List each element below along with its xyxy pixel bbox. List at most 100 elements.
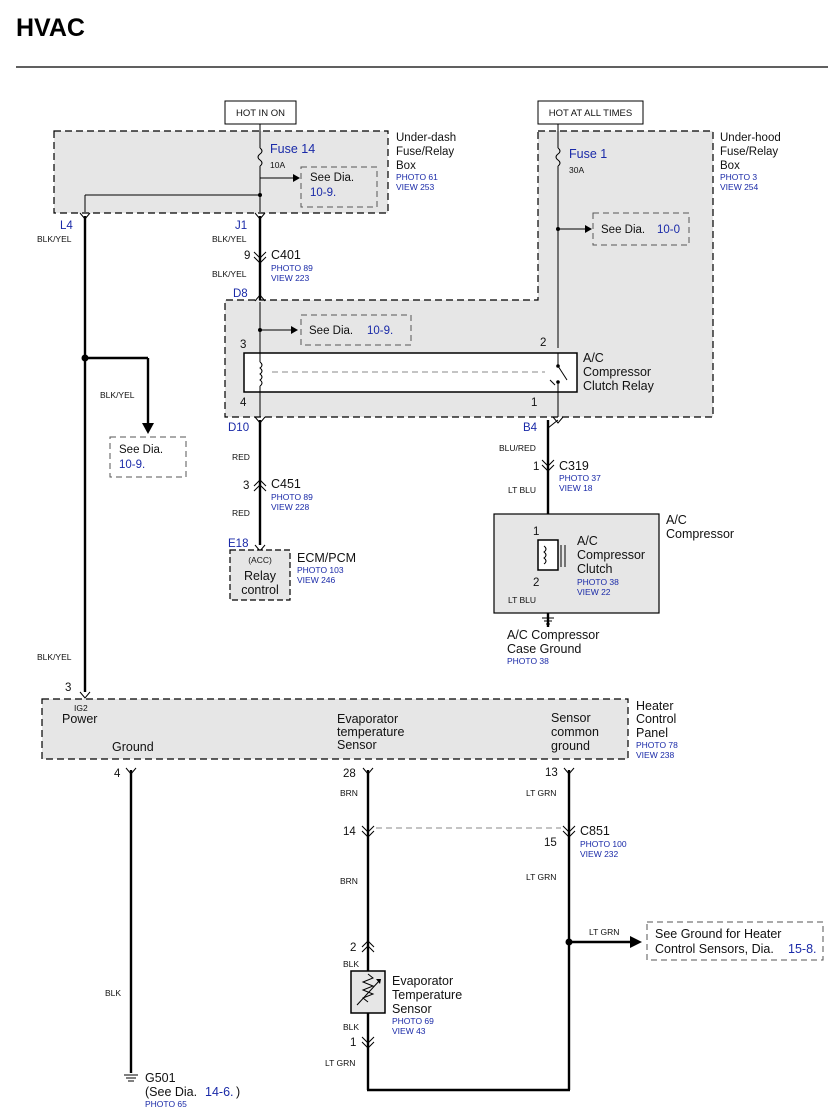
- svg-text:10-9.: 10-9.: [367, 325, 393, 337]
- svg-text:3: 3: [243, 480, 249, 492]
- underhood-label: Under-hood Fuse/Relay Box PHOTO 3 VIEW 2…: [720, 132, 781, 192]
- svg-text:C319: C319: [559, 459, 589, 473]
- svg-text:IG2: IG2: [74, 703, 88, 713]
- svg-text:Compressor: Compressor: [583, 365, 651, 379]
- svg-text:PHOTO 3: PHOTO 3: [720, 172, 757, 182]
- svg-text:VIEW 22: VIEW 22: [577, 587, 611, 597]
- svg-text:PHOTO 38: PHOTO 38: [577, 577, 619, 587]
- svg-text:ECM/PCM: ECM/PCM: [297, 551, 356, 565]
- ac-compressor: A/C Compressor 1 2 A/C Compressor Clutch…: [493, 513, 734, 614]
- svg-text:PHOTO 89: PHOTO 89: [271, 263, 313, 273]
- svg-text:temperature: temperature: [337, 725, 404, 739]
- svg-text:See Ground for Heater: See Ground for Heater: [655, 927, 781, 941]
- svg-text:VIEW 254: VIEW 254: [720, 182, 759, 192]
- connector-c401: 9 C401 PHOTO 89 VIEW 223: [244, 248, 313, 283]
- svg-text:Relay: Relay: [244, 569, 277, 583]
- svg-text:PHOTO 100: PHOTO 100: [580, 839, 627, 849]
- svg-text:PHOTO 103: PHOTO 103: [297, 565, 344, 575]
- svg-text:3: 3: [65, 682, 71, 694]
- svg-text:Box: Box: [396, 160, 416, 172]
- wire-color-splice: BLK/YEL: [100, 390, 135, 400]
- g501-ground-symbol: [124, 1074, 138, 1082]
- svg-text:1: 1: [533, 526, 539, 538]
- svg-text:PHOTO 78: PHOTO 78: [636, 740, 678, 750]
- wire-color-c401: BLK/YEL: [212, 269, 247, 279]
- svg-text:VIEW 232: VIEW 232: [580, 849, 619, 859]
- wire-color-red-1: RED: [232, 452, 250, 462]
- svg-text:3: 3: [240, 339, 246, 351]
- svg-text:10-0: 10-0: [657, 224, 680, 236]
- svg-text:PHOTO 61: PHOTO 61: [396, 172, 438, 182]
- svg-text:Fuse 1: Fuse 1: [569, 147, 607, 161]
- svg-text:30A: 30A: [569, 165, 584, 175]
- svg-text:Control: Control: [636, 712, 676, 726]
- svg-text:Compressor: Compressor: [577, 548, 645, 562]
- svg-text:VIEW 228: VIEW 228: [271, 502, 310, 512]
- heater-control-panel: 3 IG2 Power Ground Evaporator temperatur…: [41, 682, 678, 780]
- svg-text:Fuse/Relay: Fuse/Relay: [396, 146, 454, 158]
- svg-text:Compressor: Compressor: [666, 527, 734, 541]
- connector-c851: C851 PHOTO 100 VIEW 232: [376, 824, 627, 859]
- underhood-see-dia-note: See Dia. 10-0: [558, 212, 690, 246]
- svg-text:4: 4: [240, 397, 247, 409]
- ac-compressor-clutch-relay: 3 2 4 1 A/C Compressor Clutch Relay: [240, 337, 655, 409]
- hot-in-on-label: HOT IN ON: [224, 100, 297, 125]
- svg-text:PHOTO 38: PHOTO 38: [507, 656, 549, 666]
- left-see-dia-note: See Dia. 10-9.: [85, 356, 187, 478]
- svg-text:Sensor: Sensor: [392, 1002, 432, 1016]
- svg-text:Box: Box: [720, 160, 740, 172]
- terminal-b4: B4: [523, 422, 538, 434]
- svg-text:See Dia.: See Dia.: [309, 325, 353, 337]
- svg-text:HOT IN ON: HOT IN ON: [236, 108, 285, 119]
- svg-text:common: common: [551, 725, 599, 739]
- svg-text:Under-dash: Under-dash: [396, 132, 456, 144]
- svg-text:10A: 10A: [270, 160, 285, 170]
- svg-text:Ground: Ground: [112, 740, 154, 754]
- wire-color-red-2: RED: [232, 508, 250, 518]
- svg-text:BLK: BLK: [343, 1022, 359, 1032]
- svg-text:A/C: A/C: [583, 351, 604, 365]
- svg-text:4: 4: [114, 768, 121, 780]
- wire-color-lt-blu-1: LT BLU: [508, 485, 536, 495]
- wire-color-lower-left: BLK/YEL: [37, 652, 72, 662]
- fuse-14: Fuse 14 10A: [257, 131, 315, 212]
- svg-text:Power: Power: [62, 712, 97, 726]
- svg-text:1: 1: [350, 1037, 356, 1049]
- svg-text:9: 9: [244, 250, 250, 262]
- terminal-d10: D10: [228, 422, 249, 434]
- g501-label: G501 (See Dia. 14-6. ) PHOTO 65: [145, 1071, 240, 1109]
- svg-text:PHOTO 65: PHOTO 65: [145, 1099, 187, 1109]
- svg-text:(See Dia.: (See Dia.: [145, 1085, 197, 1099]
- svg-text:10-9.: 10-9.: [310, 187, 336, 199]
- svg-text:HOT AT ALL TIMES: HOT AT ALL TIMES: [549, 108, 632, 119]
- relay-box-see-dia-note: See Dia. 10-9.: [258, 302, 412, 353]
- wire-color-lt-grn-4: LT GRN: [325, 1058, 355, 1068]
- wire-color-blk-ground: BLK: [105, 988, 121, 998]
- wire-color-brn-2: BRN: [340, 876, 358, 886]
- terminal-d8: D8: [233, 288, 248, 300]
- svg-text:15-8.: 15-8.: [788, 942, 817, 956]
- svg-text:14-6.: 14-6.: [205, 1085, 234, 1099]
- underdash-see-dia-note: See Dia. 10-9.: [260, 166, 378, 208]
- svg-text:Case Ground: Case Ground: [507, 642, 581, 656]
- svg-text:Panel: Panel: [636, 726, 668, 740]
- svg-text:2: 2: [533, 577, 539, 589]
- terminal-l4: L4: [60, 220, 73, 232]
- wire-color-lt-grn-1: LT GRN: [526, 788, 556, 798]
- svg-text:28: 28: [343, 768, 356, 780]
- underdash-fuse-relay-box: [53, 130, 389, 214]
- svg-text:Heater: Heater: [636, 699, 674, 713]
- svg-text:ground: ground: [551, 739, 590, 753]
- svg-text:Under-hood: Under-hood: [720, 132, 781, 144]
- svg-text:VIEW 246: VIEW 246: [297, 575, 336, 585]
- wire-color-brn-1: BRN: [340, 788, 358, 798]
- svg-text:1: 1: [531, 397, 537, 409]
- hot-at-all-times-label: HOT AT ALL TIMES: [537, 100, 644, 125]
- connector-c451: 3 C451 PHOTO 89 VIEW 228: [243, 477, 313, 512]
- svg-text:See Dia.: See Dia.: [310, 172, 354, 184]
- c851-pin-14: 14: [343, 826, 356, 838]
- ground-see-dia-note: See Ground for Heater Control Sensors, D…: [646, 921, 824, 961]
- svg-text:10-9.: 10-9.: [119, 459, 145, 471]
- wire-color-j1: BLK/YEL: [212, 234, 247, 244]
- fuse-1: Fuse 1 30A: [555, 131, 607, 348]
